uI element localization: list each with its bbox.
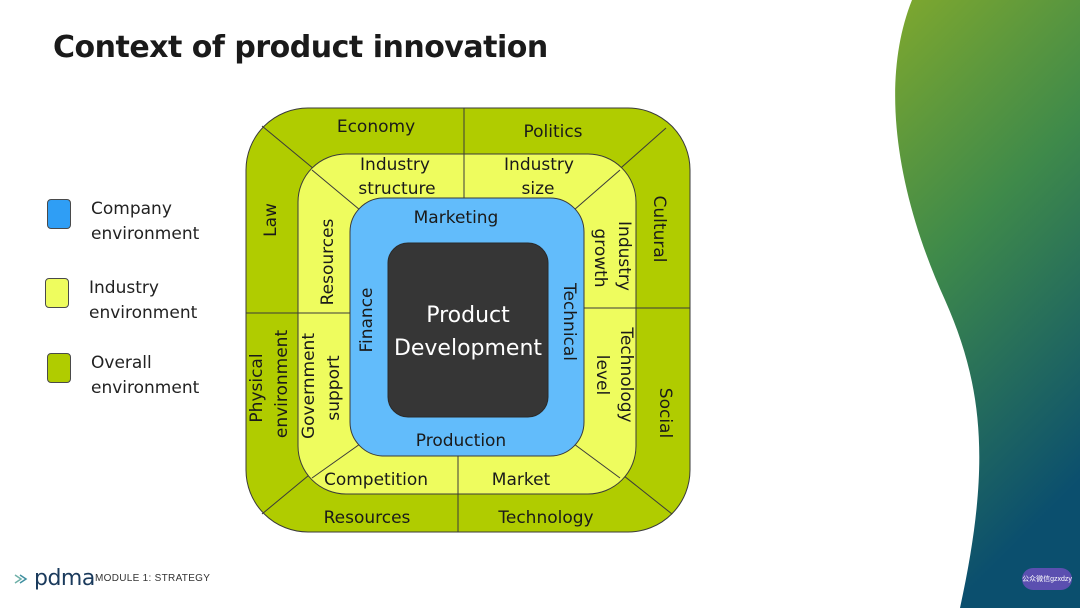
pdma-logo: pdma bbox=[14, 566, 95, 591]
label-cultural: Cultural bbox=[649, 196, 669, 263]
label-technology: Technology bbox=[497, 508, 593, 528]
legend-item-industry: Industry environment bbox=[45, 276, 197, 326]
label-industry-growth-line1: Industry bbox=[614, 221, 634, 291]
label-finance: Finance bbox=[357, 287, 377, 352]
label-technology-level-line2: level bbox=[592, 355, 612, 395]
legend-item-overall: Overall environment bbox=[47, 351, 199, 401]
legend-swatch-overall bbox=[47, 353, 71, 383]
label-government-support-line1: Government bbox=[299, 333, 319, 439]
legend-swatch-company bbox=[47, 199, 71, 229]
legend-item-company: Company environment bbox=[47, 197, 199, 247]
label-competition: Competition bbox=[324, 470, 428, 490]
industry-dividers bbox=[298, 154, 636, 494]
label-politics: Politics bbox=[523, 122, 582, 142]
label-product: Product bbox=[426, 303, 510, 328]
legend-swatch-industry bbox=[45, 278, 69, 308]
legend-label-industry: Industry environment bbox=[89, 278, 198, 323]
label-industry-size-line1: Industry bbox=[504, 155, 574, 175]
label-industry-resources: Resources bbox=[318, 218, 338, 305]
legend-label-company: Company environment bbox=[91, 199, 200, 244]
label-overall-resources: Resources bbox=[324, 508, 411, 528]
label-marketing: Marketing bbox=[414, 208, 499, 228]
label-physical-environment-line1: Physical bbox=[247, 353, 267, 422]
label-technology-level-line1: Technology bbox=[616, 326, 636, 422]
module-label: MODULE 1: STRATEGY bbox=[95, 573, 211, 584]
label-industry-structure-line1: Industry bbox=[360, 155, 430, 175]
label-social: Social bbox=[655, 388, 675, 438]
label-industry-structure-line2: structure bbox=[358, 179, 435, 199]
label-development: Development bbox=[394, 336, 542, 361]
legend-label-overall: Overall environment bbox=[91, 353, 200, 398]
label-government-support-line2: support bbox=[324, 355, 344, 421]
label-industry-size-line2: size bbox=[522, 179, 555, 199]
pdma-logo-mark-icon bbox=[14, 573, 28, 584]
page-title: Context of product innovation bbox=[53, 30, 548, 65]
label-economy: Economy bbox=[337, 117, 415, 137]
wechat-badge: 公众微信gzxdzy bbox=[1022, 568, 1072, 590]
label-physical-environment-line2: environment bbox=[272, 330, 292, 439]
label-technical: Technical bbox=[559, 282, 579, 361]
label-law: Law bbox=[261, 203, 281, 237]
product-development-core bbox=[387, 242, 549, 418]
label-market: Market bbox=[492, 470, 551, 490]
label-production: Production bbox=[416, 431, 506, 451]
label-industry-growth-line2: growth bbox=[590, 228, 610, 287]
pdma-logo-text: pdma bbox=[34, 566, 95, 591]
